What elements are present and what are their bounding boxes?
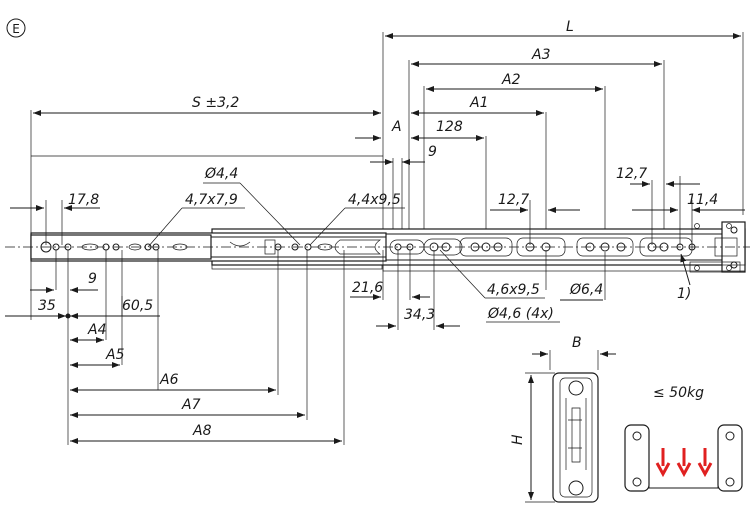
cross-section-view: B H (510, 335, 616, 503)
hole-4-7x7-9-label: 4,7x7,9 (185, 192, 238, 208)
footnote-1-label: 1) (677, 286, 691, 302)
dim-12-7-right-label: 12,7 (616, 166, 647, 182)
load-arrows (655, 448, 713, 478)
hole-callouts: 17,8 4,7x7,9 Ø4,4 4,4x9,5 12,7 12,7 11,4 (10, 166, 745, 248)
bottom-dimensions: 9 35 60,5 A4 A5 A6 A7 A8 21,6 34,3 (5, 249, 691, 445)
dim-A8-label: A8 (192, 423, 212, 439)
dim-11-4-label: 11,4 (687, 192, 718, 208)
dim-12-7-mid-label: 12,7 (498, 192, 529, 208)
edition-badge: E (6, 18, 26, 38)
dim-A6-label: A6 (159, 372, 179, 388)
dim-34-3-label: 34,3 (404, 307, 435, 323)
top-dimensions: L A3 A2 S ±3,2 A1 A 128 9 (30, 19, 744, 320)
dim-60-5-label: 60,5 (122, 298, 153, 314)
dim-L-label: L (566, 19, 574, 35)
hole-6-4-label: Ø6,4 (569, 282, 603, 298)
dim-17-8-label: 17,8 (68, 192, 99, 208)
dim-A1-label: A1 (469, 95, 488, 111)
hole-4-4x9-5-label: 4,4x9,5 (348, 192, 401, 208)
dim-9-top-label: 9 (428, 144, 437, 160)
dim-H-label: H (510, 434, 526, 445)
dim-128-label: 128 (436, 119, 463, 135)
hole-4-6-4x-label: Ø4,6 (4x) (487, 306, 554, 322)
dim-A2-label: A2 (501, 72, 521, 88)
dim-A7-label: A7 (181, 397, 201, 413)
dim-35-label: 35 (38, 298, 56, 314)
dim-A-label: A (391, 119, 402, 135)
edition-badge-label: E (12, 22, 20, 36)
dim-B-label: B (572, 335, 582, 351)
dim-9-bottom-label: 9 (88, 271, 97, 287)
dim-A3-label: A3 (531, 47, 550, 63)
hole-4-4-label: Ø4,4 (204, 166, 238, 182)
dim-S-label: S ±3,2 (192, 95, 239, 111)
dim-A4-label: A4 (87, 322, 106, 338)
dim-A5-label: A5 (105, 347, 125, 363)
hole-4-6x9-5-label: 4,6x9,5 (487, 282, 540, 298)
load-capacity-icon: ≤ 50kg (624, 385, 743, 492)
drawer-slide (5, 221, 750, 273)
dim-21-6-label: 21,6 (352, 280, 383, 296)
load-capacity-label: ≤ 50kg (653, 385, 704, 401)
